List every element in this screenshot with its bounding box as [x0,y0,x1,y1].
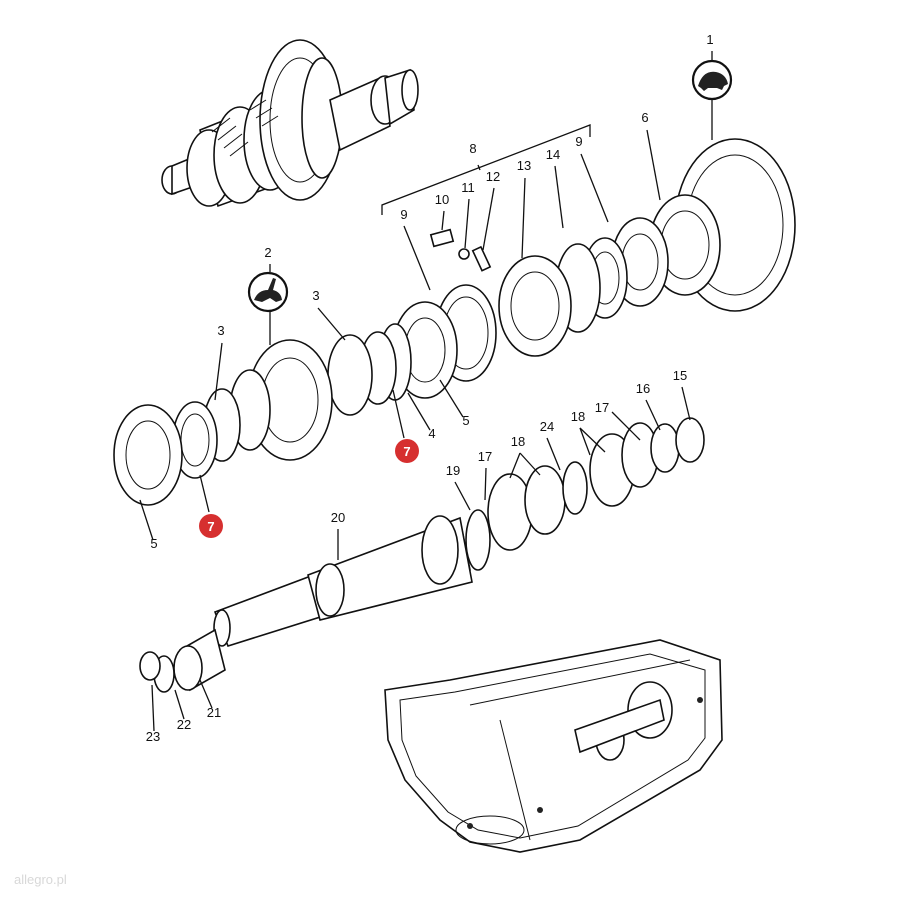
callout-24: 24 [540,419,554,434]
callout-18: 18 [511,434,525,449]
callout-20: 20 [331,510,345,525]
highlight-callout-7: 7 [199,514,223,538]
main-shaft-20 [139,417,705,693]
callout-22: 22 [177,717,191,732]
callout-12: 12 [486,169,500,184]
callout-3: 3 [312,288,319,303]
synchro-small-parts [429,228,492,272]
callout-10: 10 [435,192,449,207]
callout-9: 9 [400,207,407,222]
callout-9: 9 [575,134,582,149]
callout-1: 1 [706,32,713,47]
callout-8: 8 [469,141,476,156]
callout-16: 16 [636,381,650,396]
highlighted-parts: 77 [199,439,419,538]
leader-lines [139,51,713,732]
callout-3: 3 [217,323,224,338]
callout-14: 14 [546,147,560,162]
callout-15: 15 [673,368,687,383]
callout-6: 6 [641,110,648,125]
callout-5: 5 [462,413,469,428]
highlight-circle [395,439,419,463]
callout-2: 2 [264,245,271,260]
watermark: allegro.pl [14,872,67,887]
callout-11: 11 [461,180,475,195]
callout-21: 21 [207,705,221,720]
group-8-bracket [381,124,591,215]
callout-4: 4 [428,426,435,441]
gear-6-assembly [435,138,796,382]
hare-fast-icon [247,271,289,313]
turtle-slow-icon [691,59,733,101]
middle-gear-row [113,301,458,506]
callout-17: 17 [478,449,492,464]
callout-19: 19 [446,463,460,478]
gearbox-housing [384,639,723,853]
highlight-label: 7 [403,444,410,459]
callout-5: 5 [150,536,157,551]
callout-labels: 1233455689910111213141516171718181920212… [146,32,714,744]
assembled-countershaft [161,39,419,208]
highlight-label: 7 [207,519,214,534]
highlight-circle [199,514,223,538]
callout-23: 23 [146,729,160,744]
highlight-callout-7: 7 [395,439,419,463]
callout-13: 13 [517,158,531,173]
callout-17: 17 [595,400,609,415]
callout-18: 18 [571,409,585,424]
